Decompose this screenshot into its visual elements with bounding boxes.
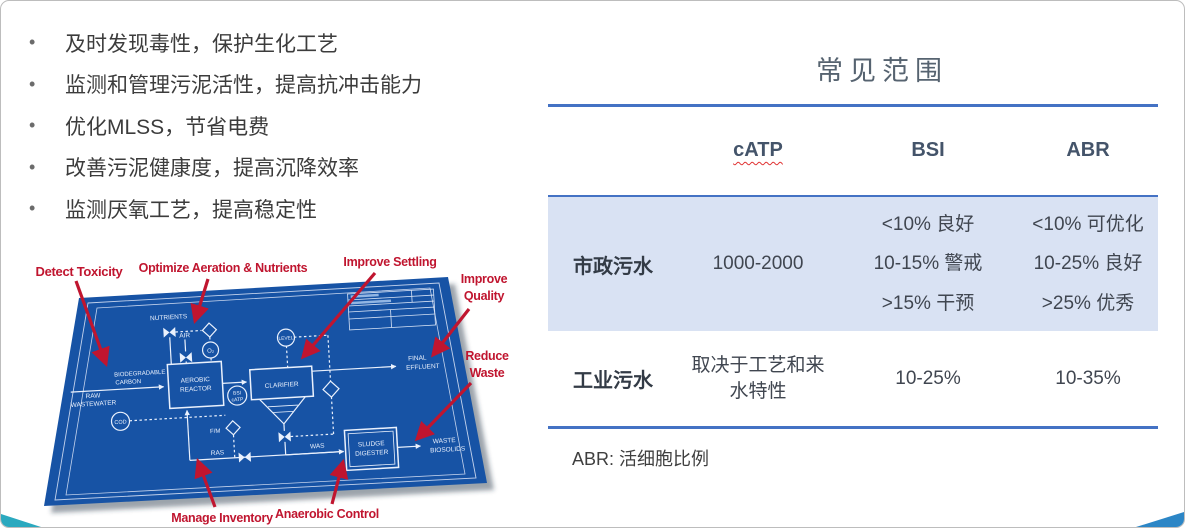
final-effluent-label: EFFLUENT	[406, 363, 440, 372]
waste-biosolids-label: BIOSOLIDS	[430, 445, 466, 454]
bullet-text: 监测和管理污泥活性，提高抗冲击能力	[65, 74, 422, 98]
sensor-diamond	[201, 322, 218, 338]
o2-sensor	[201, 341, 220, 359]
detect-toxicity-label: Detect Toxicity	[35, 264, 123, 279]
blueprint-diagram: RAW WASTEWATER BIODEGRADABLE CARBON NUTR…	[1, 241, 541, 527]
bsi-value: 10-25%	[895, 367, 961, 389]
bullet-text: 监测厌氧工艺，提高稳定性	[65, 198, 317, 222]
improve-quality-label: Quality	[464, 289, 505, 303]
bsi-line: 10-15% 警戒	[873, 253, 983, 275]
blueprint-border-inner	[65, 287, 466, 496]
fm-diamond	[225, 420, 241, 436]
blueprint-border-outer	[54, 282, 477, 501]
list-item: • 改善污泥健康度，提高沉降效率	[27, 147, 532, 189]
table-row-industrial: 工业污水 取决于工艺和来水特性 10-25% 10-35%	[548, 331, 1158, 426]
abr-value: 10-35%	[1055, 367, 1121, 389]
fm-label: F/M	[210, 429, 221, 436]
final-effluent-label: FINAL	[408, 355, 427, 363]
row-label: 市政污水	[573, 255, 653, 278]
bsi-catp-sensor	[227, 385, 248, 406]
list-item: • 优化MLSS，节省电费	[27, 105, 532, 147]
biodegradable-carbon-label: CARBON	[115, 379, 141, 386]
blueprint-svg: RAW WASTEWATER BIODEGRADABLE CARBON NUTR…	[35, 255, 509, 525]
abr-line: 10-25% 良好	[1033, 253, 1143, 275]
catp-value: 1000-2000	[712, 253, 804, 274]
sensor-diamond	[322, 380, 340, 398]
bullet-list: • 及时发现毒性，保护生化工艺 • 监测和管理污泥活性，提高抗冲击能力 • 优化…	[27, 22, 532, 230]
bullet-icon: •	[29, 198, 36, 219]
abr-values: <10% 可优化 10-25% 良好 >25% 优秀	[1018, 205, 1158, 324]
ras-valve	[238, 451, 252, 463]
bullet-text: 优化MLSS，节省电费	[65, 115, 270, 139]
divider-bottom	[548, 426, 1158, 429]
aerobic-reactor-label: AEROBIC	[180, 376, 210, 385]
title-block	[347, 288, 436, 331]
table-header-row: cATP BSI ABR	[548, 106, 1158, 195]
blueprint-sheet	[44, 277, 487, 506]
anaerobic-control-label: Anaerobic Control	[275, 507, 379, 521]
panel-title: 常见范围	[816, 56, 948, 86]
improve-settling-label: Improve Settling	[343, 255, 436, 269]
catp-value: 取决于工艺和来水特性	[691, 354, 825, 402]
improve-quality-label: Improve	[461, 272, 508, 286]
was-label: WAS	[310, 443, 326, 451]
abr-footnote: ABR: 活细胞比例	[572, 449, 710, 469]
callout-arrows	[74, 271, 473, 508]
raw-wastewater-label: WASTEWATER	[71, 400, 117, 410]
nutrients-label: NUTRIENTS	[150, 313, 188, 322]
row-label: 工业污水	[573, 370, 653, 392]
bullet-text: 改善污泥健康度，提高沉降效率	[65, 157, 359, 181]
callout-labels: Detect Toxicity Optimize Aeration & Nutr…	[35, 255, 509, 525]
aerobic-reactor-label: REACTOR	[180, 385, 212, 394]
clarifier-box	[248, 365, 315, 401]
schematic-labels: RAW WASTEWATER BIODEGRADABLE CARBON NUTR…	[71, 313, 467, 458]
bullet-text: 及时发现毒性，保护生化工艺	[65, 32, 338, 56]
divider-top	[548, 104, 1158, 107]
cod-label: COD	[114, 419, 127, 426]
bsi-catp-label: BSI	[233, 390, 241, 396]
air-label: AIR	[179, 332, 191, 340]
o2-label: O₂	[207, 348, 215, 354]
waste-biosolids-label: WASTE	[433, 437, 457, 445]
abr-line: <10% 可优化	[1032, 213, 1144, 235]
manage-inventory-label: Manage Inventory	[171, 511, 273, 525]
process-schematic: RAW WASTEWATER BIODEGRADABLE CARBON NUTR…	[71, 288, 467, 472]
bsi-line: >15% 干预	[881, 292, 975, 314]
col-header-bsi: BSI	[911, 139, 945, 161]
bsi-catp-label: cATP	[231, 397, 244, 404]
bullet-icon: •	[29, 156, 36, 177]
bullet-icon: •	[29, 115, 36, 136]
optimize-aeration-label: Optimize Aeration & Nutrients	[139, 261, 308, 275]
col-header-catp: cATP	[733, 139, 783, 161]
biodegradable-carbon-label: BIODEGRADABLE	[114, 370, 166, 379]
bullet-icon: •	[29, 32, 36, 53]
raw-wastewater-label: RAW	[85, 392, 101, 400]
nutrients-valve	[163, 327, 176, 338]
divider-header	[548, 195, 1158, 198]
common-ranges-panel: 常见范围 cATP BSI ABR 市政污水 1000-2000 <10% 良好…	[548, 1, 1158, 527]
abr-line: >25% 优秀	[1041, 292, 1135, 314]
reduce-waste-label: Reduce	[465, 349, 509, 363]
list-item: • 监测和管理污泥活性，提高抗冲击能力	[27, 64, 532, 106]
list-item: • 及时发现毒性，保护生化工艺	[27, 22, 532, 64]
reduce-waste-label: Waste	[470, 366, 505, 380]
list-item: • 监测厌氧工艺，提高稳定性	[27, 188, 532, 230]
bullet-icon: •	[29, 73, 36, 94]
sludge-digester-label: DIGESTER	[355, 449, 389, 458]
ras-label: RAS	[211, 449, 225, 457]
bsi-line: <10% 良好	[881, 213, 975, 235]
table-row-municipal: 市政污水 1000-2000 <10% 良好 10-15% 警戒 >15% 干预…	[548, 197, 1158, 331]
sludge-digester-label: SLUDGE	[358, 440, 386, 449]
level-label: LEVEL	[278, 335, 294, 342]
bsi-values: <10% 良好 10-15% 警戒 >15% 干预	[838, 205, 1018, 324]
col-header-abr: ABR	[1066, 139, 1110, 161]
clarifier-label: CLARIFIER	[265, 381, 300, 390]
